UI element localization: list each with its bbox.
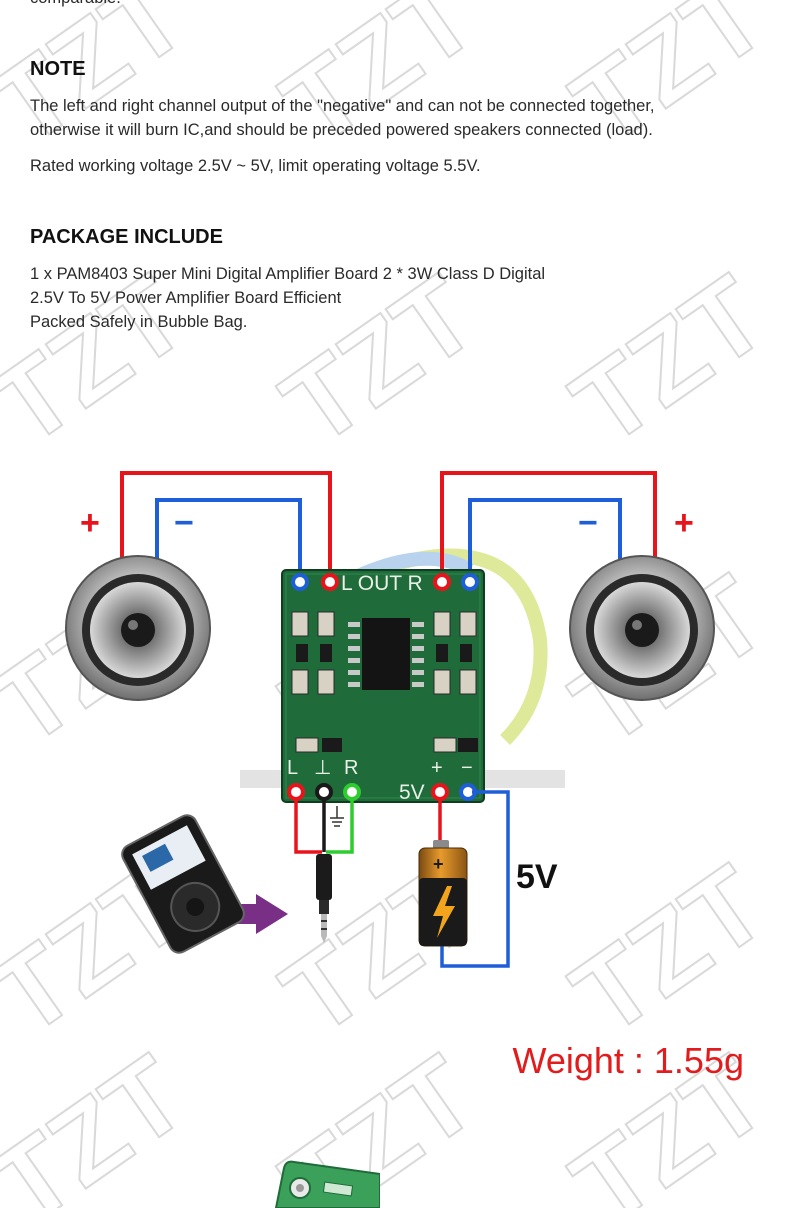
pad-power-positive	[431, 783, 449, 801]
audio-left-wire	[294, 800, 322, 854]
pin-ground-label: ⊥	[314, 757, 331, 779]
plus-label: +	[674, 504, 694, 542]
package-list: 1 x PAM8403 Super Mini Digital Amplifier…	[30, 262, 545, 334]
board-out-label: L OUT R	[341, 572, 423, 595]
pin-l-label: L	[287, 757, 298, 779]
package-item: 1 x PAM8403 Super Mini Digital Amplifier…	[30, 265, 546, 283]
pin-r-label: R	[344, 757, 358, 779]
pad-input-left	[287, 783, 305, 801]
pad-left-negative	[291, 573, 309, 591]
pin-power-plus-label: +	[431, 757, 443, 779]
left-negative-wire	[155, 498, 302, 580]
right-negative-wire	[468, 498, 622, 580]
pin-power-minus-label: −	[461, 757, 473, 779]
minus-label: −	[174, 504, 194, 542]
right-speaker-icon	[569, 555, 715, 701]
board-photo-fragment	[274, 1160, 380, 1208]
package-heading: PACKAGE INCLUDE	[30, 226, 223, 248]
power-negative-wire	[440, 790, 510, 968]
package-item: 2.5V To 5V Power Amplifier Board Efficie…	[30, 289, 342, 307]
supply-voltage-label: 5V	[516, 858, 558, 896]
mp3-player-icon	[121, 814, 245, 954]
pad-input-right	[343, 783, 361, 801]
note-line: otherwise it will burn IC,and should be …	[30, 121, 653, 139]
voltage-note: Rated working voltage 2.5V ~ 5V, limit o…	[30, 157, 481, 175]
note-paragraph: The left and right channel output of the…	[30, 94, 770, 142]
battery-icon: +	[418, 840, 468, 947]
amplifier-chip	[362, 618, 410, 690]
right-positive-wire	[440, 471, 657, 580]
pad-right-positive	[433, 573, 451, 591]
ground-symbol-icon	[330, 806, 344, 827]
cut-off-text: comparable.	[30, 0, 121, 10]
left-positive-wire	[120, 471, 332, 580]
wiring-diagram: + − − + L OUT R	[65, 471, 715, 968]
note-heading: NOTE	[30, 58, 86, 80]
weight-label: Weight : 1.55g	[512, 1040, 745, 1081]
battery-plus-label: +	[433, 854, 444, 874]
amplifier-board: L OUT R	[281, 569, 485, 804]
minus-label: −	[578, 504, 598, 542]
package-item: Packed Safely in Bubble Bag.	[30, 313, 248, 331]
pad-input-ground	[315, 783, 333, 801]
pad-right-negative	[461, 573, 479, 591]
left-speaker-icon	[65, 555, 211, 701]
audio-jack-icon	[316, 854, 332, 943]
board-5v-label: 5V	[399, 781, 425, 804]
plus-label: +	[80, 504, 100, 542]
note-line: The left and right channel output of the…	[30, 97, 655, 115]
audio-right-wire	[326, 800, 354, 854]
pad-left-positive	[321, 573, 339, 591]
